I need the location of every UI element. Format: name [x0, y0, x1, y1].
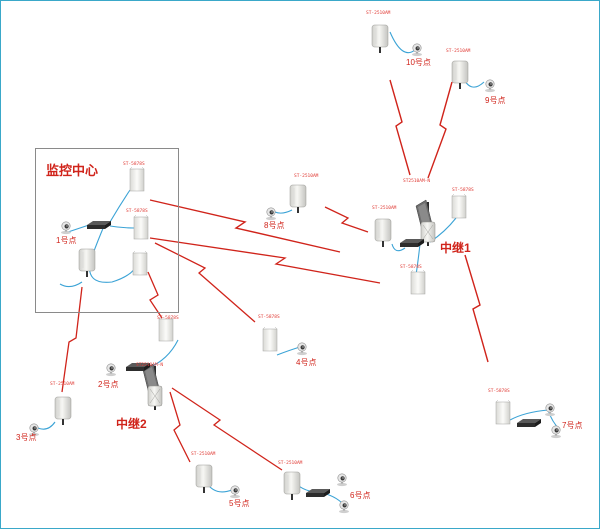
relay1-title: 中继1: [440, 241, 471, 255]
radio-antenna-icon: [451, 60, 469, 90]
point-label-1: 1号点: [56, 236, 77, 245]
wireless-links: [61, 79, 489, 471]
radio-antenna-icon: [54, 396, 72, 426]
model-label: ST-5878S: [123, 162, 145, 167]
model-label: ST2510AM-N: [403, 179, 431, 184]
switch-icon: [400, 239, 424, 247]
link-center-relay2: [147, 271, 163, 319]
camera-icon: [411, 43, 423, 57]
link-center-relay1-upper: [149, 199, 341, 253]
center-title: 监控中心: [46, 163, 99, 178]
panel-antenna-icon: [451, 193, 467, 219]
link-center-p4: [154, 242, 256, 323]
camera-icon: [338, 500, 350, 514]
link-relay2-p6: [171, 387, 283, 471]
model-label: ST-5878S: [258, 315, 280, 320]
point-label-8: 8号点: [264, 221, 285, 230]
camera-icon: [544, 403, 556, 417]
radio-antenna-icon: [374, 218, 392, 248]
panel-antenna-icon: [495, 399, 511, 425]
camera-icon: [484, 79, 496, 93]
relay2-title: 中继2: [116, 417, 147, 431]
model-label: ST-2510AM: [278, 461, 303, 466]
switch-icon: [306, 489, 330, 497]
monitoring-center-box: [35, 148, 179, 313]
camera-icon: [296, 342, 308, 356]
relay-mast-icon: [142, 363, 163, 411]
switch-icon: [517, 419, 541, 427]
point-label-10: 10号点: [406, 58, 431, 67]
point-label-2: 2号点: [98, 380, 119, 389]
model-label: ST-5878S: [157, 316, 179, 321]
link-relay1-p8: [324, 206, 369, 233]
panel-antenna-icon: [262, 326, 278, 352]
model-label: ST-5878S: [488, 389, 510, 394]
model-label: ST-2510AM: [191, 452, 216, 457]
camera-icon: [550, 425, 562, 439]
radio-antenna-icon: [283, 471, 301, 501]
link-relay2-p5: [169, 391, 191, 463]
model-label: ST-5878S: [126, 209, 148, 214]
point-label-4: 4号点: [296, 358, 317, 367]
link-relay1-p10: [389, 79, 411, 176]
model-label: ST-5878S: [452, 188, 474, 193]
camera-icon: [105, 363, 117, 377]
model-label: ST2510AM-N: [136, 363, 164, 368]
point-label-7: 7号点: [562, 421, 583, 430]
radio-antenna-icon: [371, 24, 389, 54]
point-label-5: 5号点: [229, 499, 250, 508]
camera-icon: [336, 473, 348, 487]
model-label: ST-5878S: [400, 265, 422, 270]
point-label-3: 3号点: [16, 433, 37, 442]
model-label: ST-2510AM: [446, 49, 471, 54]
camera-icon: [265, 207, 277, 221]
panel-antenna-icon: [410, 269, 426, 295]
radio-antenna-icon: [195, 464, 213, 494]
point-label-9: 9号点: [485, 96, 506, 105]
link-center-relay1-lower: [149, 237, 381, 284]
model-label: ST-2510AM: [366, 11, 391, 16]
model-label: ST-2510AM: [372, 206, 397, 211]
link-relay1-p7: [464, 254, 489, 363]
model-label: ST-2510AM: [294, 174, 319, 179]
camera-icon: [229, 485, 241, 499]
model-label: ST-2510AM: [50, 382, 75, 387]
link-relay1-p9: [427, 81, 453, 179]
point-label-6: 6号点: [350, 491, 371, 500]
radio-antenna-icon: [289, 184, 307, 214]
